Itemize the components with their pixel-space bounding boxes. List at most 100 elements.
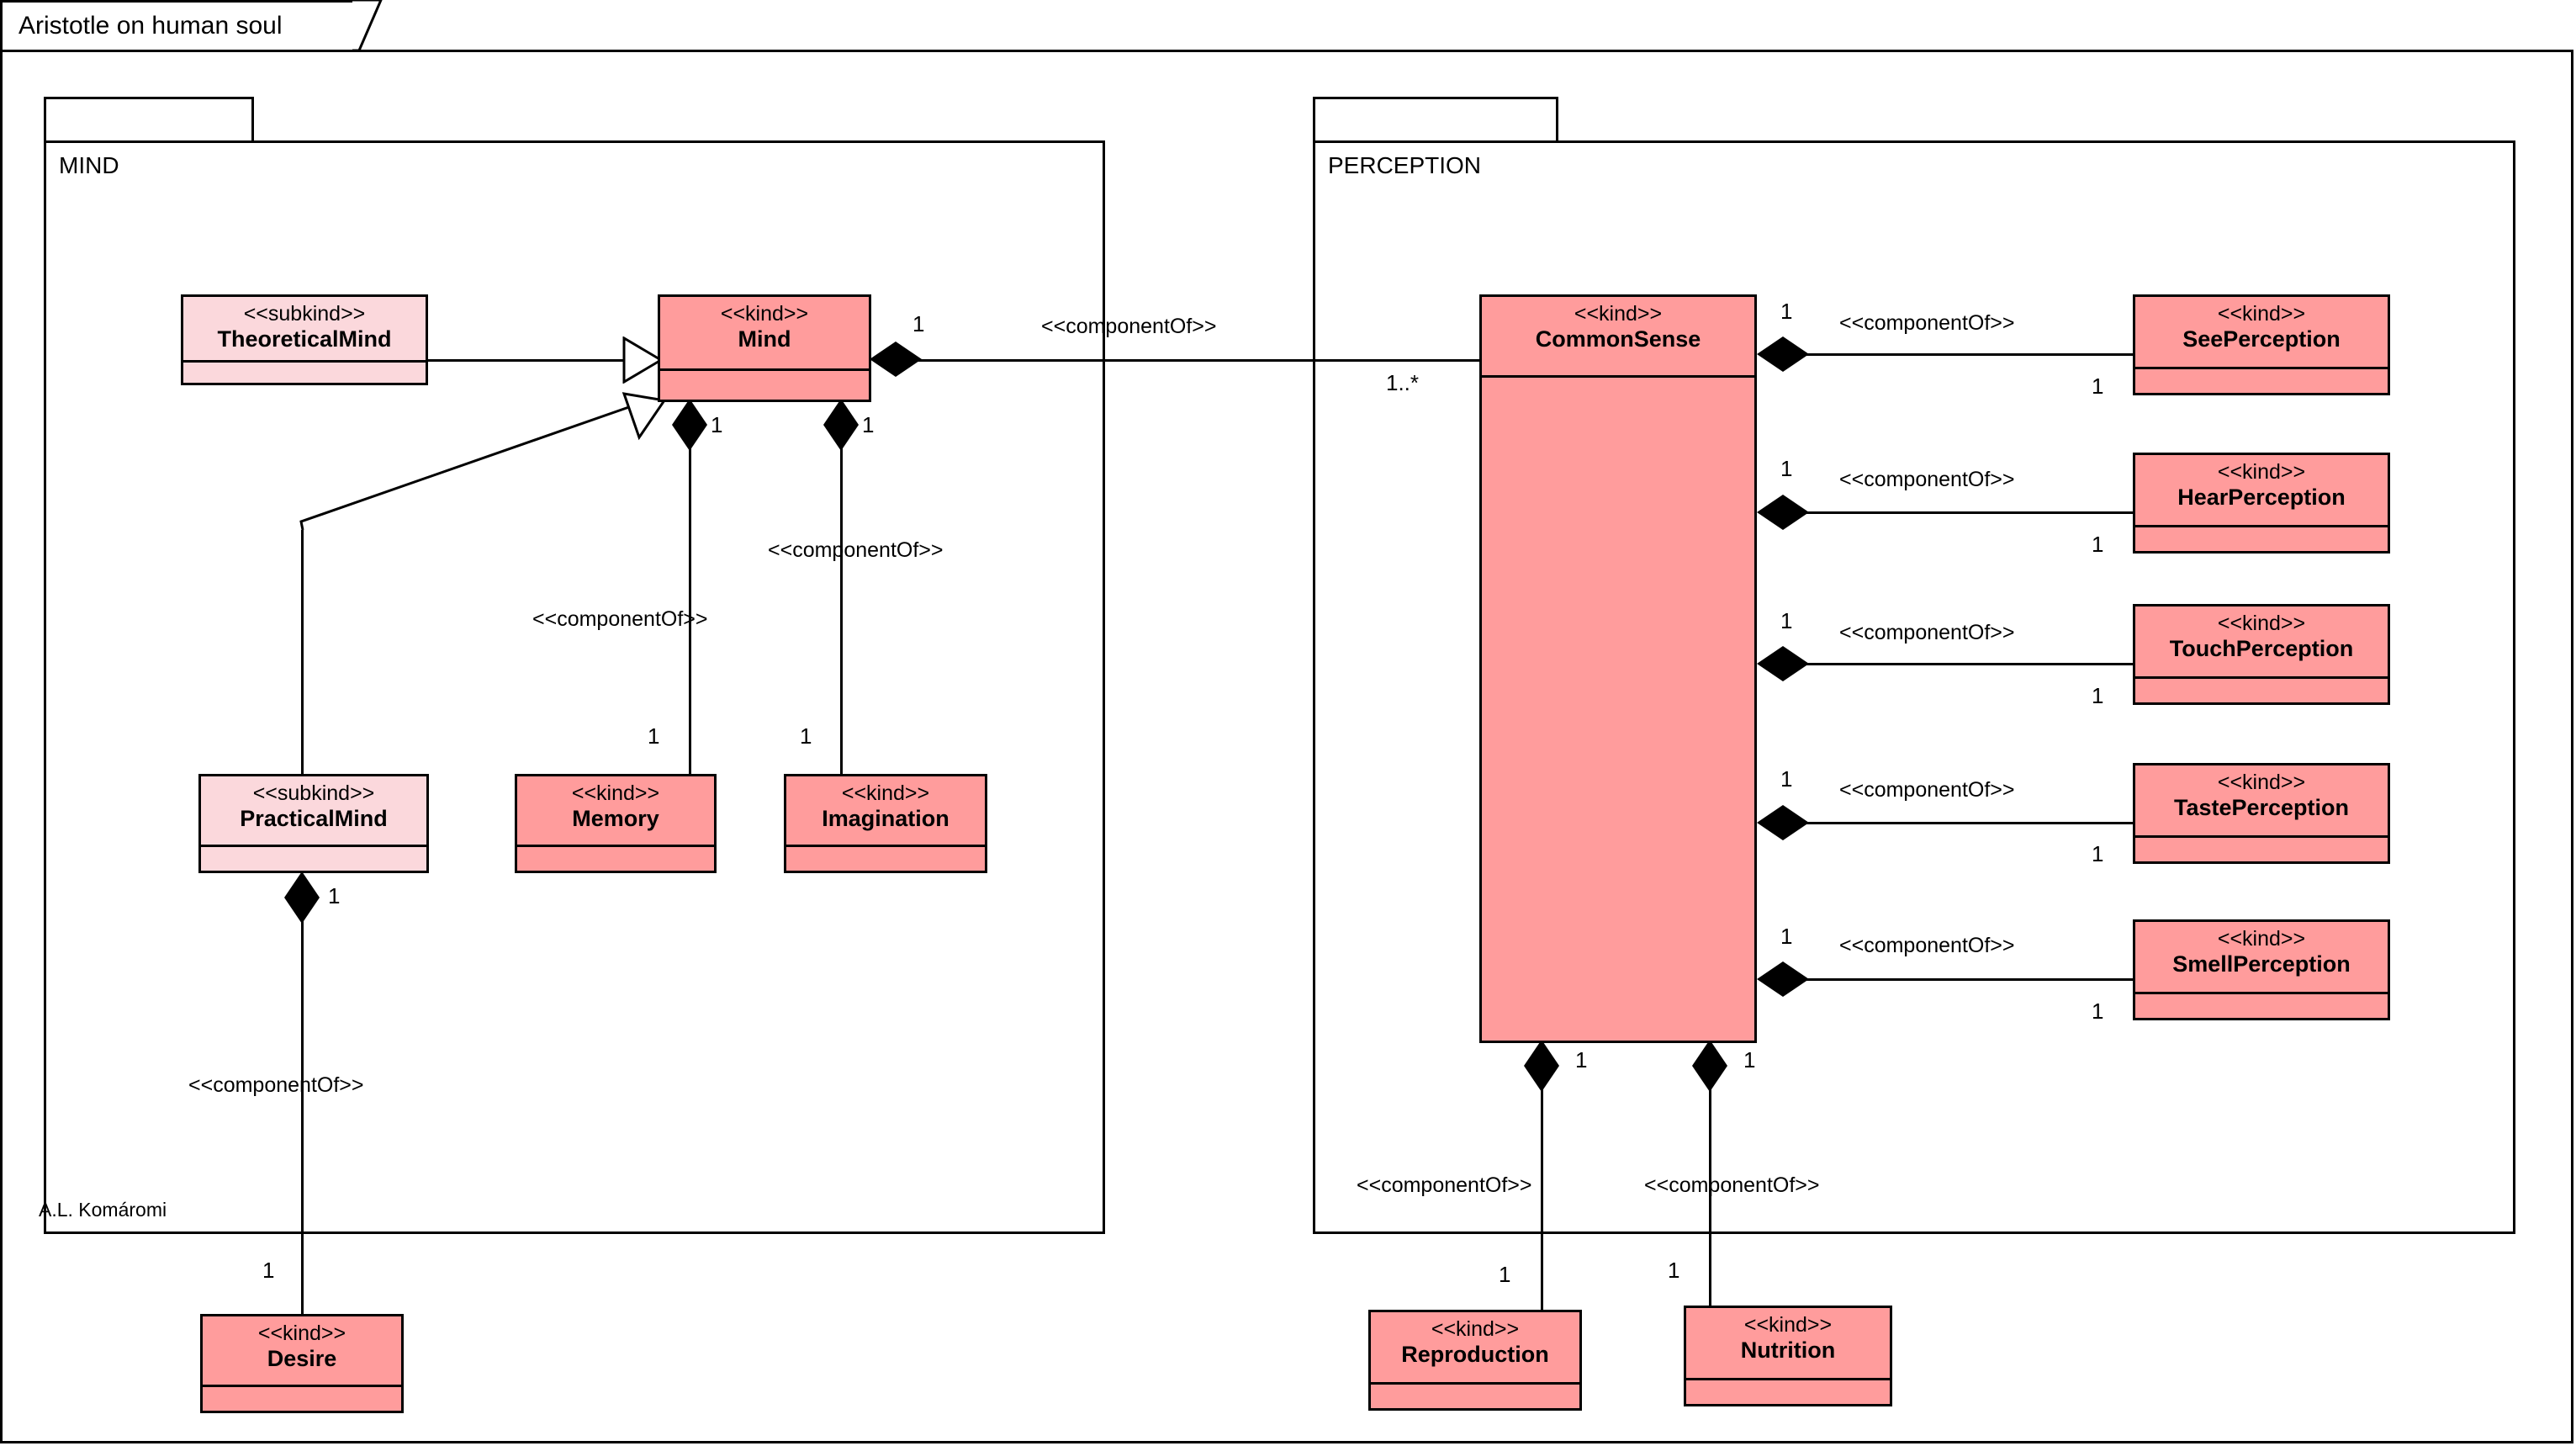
- composition-diamond-practicalmind-desire: [284, 871, 320, 924]
- mult-commonsense-see-source: 1: [1780, 299, 1793, 324]
- class-nutrition[interactable]: <<kind>> Nutrition: [1684, 1306, 1892, 1406]
- class-touchperception[interactable]: <<kind>> TouchPerception: [2133, 604, 2390, 705]
- class-hearperception-attributes: [2135, 527, 2388, 551]
- class-imagination-name: Imagination: [822, 805, 949, 831]
- class-desire-attributes: [203, 1387, 401, 1411]
- class-commonsense-name: CommonSense: [1535, 326, 1701, 352]
- mult-commonsense-reproduction-target: 1: [1499, 1262, 1511, 1287]
- mult-commonsense-nutrition-source: 1: [1743, 1047, 1756, 1073]
- line-commonsense-see: [1789, 353, 2133, 356]
- composition-diamond-mind-commonsense: [870, 342, 922, 377]
- diagram-title: Aristotle on human soul: [19, 12, 283, 40]
- line-commonsense-hear: [1789, 511, 2133, 514]
- class-reproduction[interactable]: <<kind>> Reproduction: [1368, 1310, 1582, 1411]
- composition-diamond-commonsense-hear: [1757, 495, 1809, 530]
- class-theoreticalmind-name: TheoreticalMind: [217, 326, 392, 352]
- line-practicalmind-desire: [301, 875, 304, 1316]
- class-practicalmind-name: PracticalMind: [240, 805, 388, 831]
- class-theoreticalmind-stereotype: <<subkind>>: [243, 302, 366, 326]
- mult-practicalmind-desire-source: 1: [328, 883, 341, 908]
- line-commonsense-reproduction: [1541, 1043, 1543, 1321]
- class-tasteperception-header: <<kind>> TastePerception: [2135, 765, 2388, 838]
- class-desire-stereotype: <<kind>>: [257, 1322, 346, 1345]
- mult-mind-memory-target: 1: [648, 723, 660, 749]
- line-commonsense-nutrition: [1709, 1043, 1711, 1316]
- composition-diamond-commonsense-nutrition: [1692, 1040, 1727, 1092]
- relation-label-commonsense-reproduction: <<componentOf>>: [1357, 1173, 1532, 1197]
- relation-label-commonsense-see: <<componentOf>>: [1839, 311, 2015, 335]
- class-smellperception-header: <<kind>> SmellPerception: [2135, 922, 2388, 994]
- class-hearperception[interactable]: <<kind>> HearPerception: [2133, 453, 2390, 554]
- mult-commonsense-touch-target: 1: [2092, 683, 2104, 708]
- composition-diamond-mind-memory: [672, 399, 707, 451]
- relation-label-commonsense-hear: <<componentOf>>: [1839, 468, 2015, 491]
- package-perception-label: PERCEPTION: [1328, 152, 1482, 178]
- mult-commonsense-reproduction-source: 1: [1575, 1047, 1588, 1073]
- class-smellperception[interactable]: <<kind>> SmellPerception: [2133, 919, 2390, 1020]
- mult-commonsense-touch-source: 1: [1780, 608, 1793, 633]
- class-mind-stereotype: <<kind>>: [720, 302, 809, 326]
- class-reproduction-attributes: [1371, 1385, 1579, 1408]
- mult-mind-imagination-source: 1: [862, 412, 875, 437]
- mult-practicalmind-desire-target: 1: [262, 1258, 275, 1283]
- class-desire[interactable]: <<kind>> Desire: [200, 1314, 404, 1413]
- package-mind-tab: [44, 97, 254, 143]
- class-tasteperception-attributes: [2135, 838, 2388, 861]
- class-reproduction-name: Reproduction: [1401, 1341, 1549, 1367]
- class-mind-header: <<kind>> Mind: [660, 297, 869, 371]
- class-theoreticalmind[interactable]: <<subkind>> TheoreticalMind: [181, 294, 428, 385]
- relation-label-practicalmind-desire: <<componentOf>>: [188, 1073, 364, 1097]
- class-imagination-attributes: [786, 847, 985, 871]
- mult-mind-commonsense-target: 1..*: [1386, 370, 1420, 395]
- generalization-arrow-practicalmind: [622, 392, 667, 441]
- class-imagination-stereotype: <<kind>>: [841, 781, 930, 805]
- line-practicalmind-stub: [301, 530, 304, 774]
- class-hearperception-name: HearPerception: [2177, 484, 2346, 510]
- class-smellperception-stereotype: <<kind>>: [2217, 927, 2306, 951]
- class-seeperception[interactable]: <<kind>> SeePerception: [2133, 294, 2390, 395]
- mult-commonsense-smell-source: 1: [1780, 924, 1793, 949]
- package-mind-label: MIND: [59, 152, 119, 178]
- class-imagination[interactable]: <<kind>> Imagination: [784, 774, 987, 873]
- class-mind-name: Mind: [738, 326, 791, 352]
- class-commonsense-header: <<kind>> CommonSense: [1482, 297, 1754, 378]
- class-seeperception-name: SeePerception: [2182, 326, 2341, 352]
- mult-mind-imagination-target: 1: [800, 723, 812, 749]
- class-memory-stereotype: <<kind>>: [571, 781, 660, 805]
- line-mind-imagination: [840, 402, 843, 775]
- mult-commonsense-taste-target: 1: [2092, 841, 2104, 866]
- class-touchperception-header: <<kind>> TouchPerception: [2135, 606, 2388, 679]
- line-mind-memory: [689, 402, 691, 775]
- generalization-arrow-theoreticalmind: [622, 336, 663, 384]
- relation-label-commonsense-taste: <<componentOf>>: [1839, 778, 2015, 802]
- line-mind-commonsense: [907, 359, 1482, 362]
- diagram-title-tab: [0, 0, 353, 52]
- class-commonsense-stereotype: <<kind>>: [1574, 302, 1663, 326]
- class-nutrition-attributes: [1686, 1380, 1890, 1404]
- class-tasteperception[interactable]: <<kind>> TastePerception: [2133, 763, 2390, 864]
- class-mind[interactable]: <<kind>> Mind: [658, 294, 871, 402]
- mult-commonsense-hear-source: 1: [1780, 456, 1793, 481]
- class-commonsense-attributes: [1482, 378, 1754, 1042]
- composition-diamond-commonsense-smell: [1757, 961, 1809, 997]
- class-memory-name: Memory: [572, 805, 659, 831]
- class-practicalmind-header: <<subkind>> PracticalMind: [201, 776, 426, 847]
- mult-commonsense-see-target: 1: [2092, 373, 2104, 399]
- class-touchperception-name: TouchPerception: [2169, 635, 2354, 661]
- class-tasteperception-name: TastePerception: [2173, 794, 2350, 820]
- composition-diamond-commonsense-see: [1757, 336, 1809, 372]
- class-desire-header: <<kind>> Desire: [203, 1316, 401, 1387]
- class-memory[interactable]: <<kind>> Memory: [515, 774, 717, 873]
- line-practicalmind-mind: [299, 400, 644, 531]
- relation-label-commonsense-smell: <<componentOf>>: [1839, 934, 2015, 957]
- class-seeperception-stereotype: <<kind>>: [2217, 302, 2306, 326]
- class-reproduction-header: <<kind>> Reproduction: [1371, 1312, 1579, 1385]
- composition-diamond-commonsense-reproduction: [1524, 1040, 1559, 1092]
- class-commonsense[interactable]: <<kind>> CommonSense: [1479, 294, 1757, 1043]
- class-practicalmind[interactable]: <<subkind>> PracticalMind: [198, 774, 429, 873]
- class-touchperception-stereotype: <<kind>>: [2217, 612, 2306, 635]
- relation-label-mind-imagination: <<componentOf>>: [768, 538, 944, 562]
- line-commonsense-taste: [1789, 822, 2133, 824]
- class-practicalmind-stereotype: <<subkind>>: [252, 781, 375, 805]
